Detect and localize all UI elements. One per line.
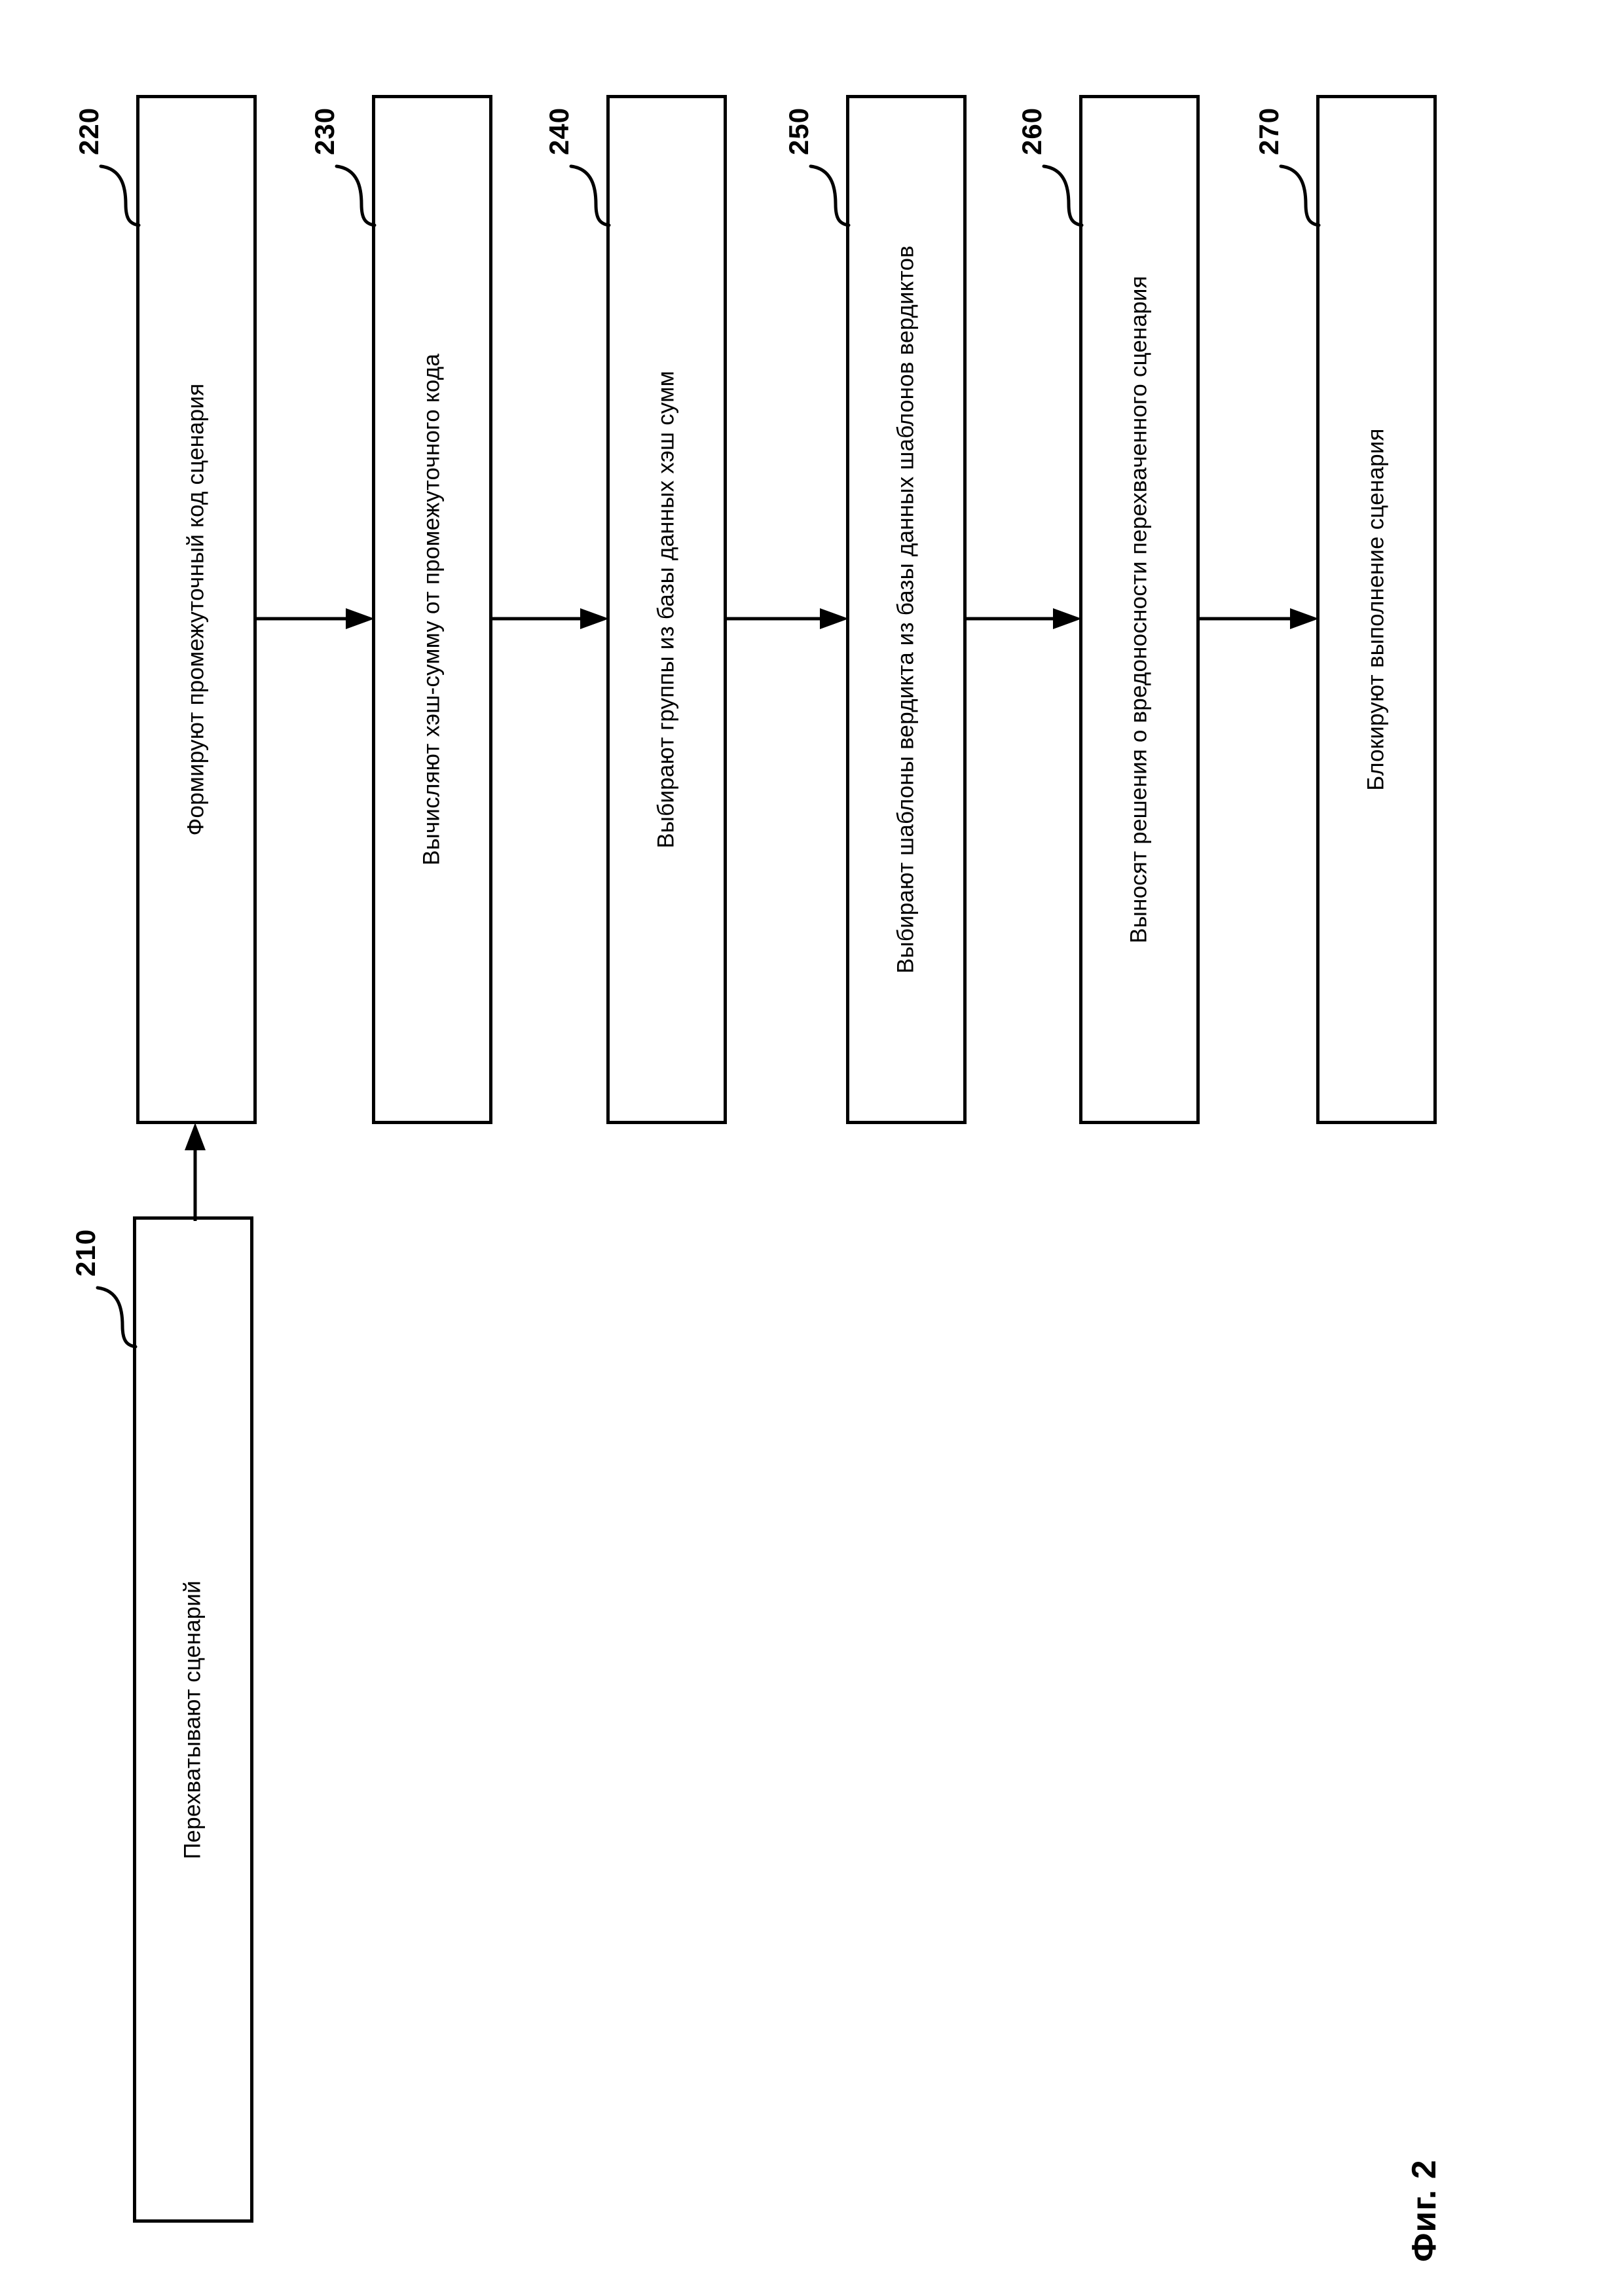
reference-numeral-250: 250 bbox=[783, 107, 814, 155]
leader-line-240 bbox=[569, 164, 611, 227]
reference-numeral-240: 240 bbox=[544, 107, 574, 155]
leader-line-230 bbox=[335, 164, 377, 227]
leader-line-270 bbox=[1279, 164, 1321, 227]
process-box-250: Выбирают шаблоны вердикта из базы данных… bbox=[846, 95, 967, 1124]
leader-line-250 bbox=[809, 164, 851, 227]
process-box-250-label: Выбирают шаблоны вердикта из базы данных… bbox=[893, 246, 919, 974]
reference-numeral-230: 230 bbox=[309, 107, 340, 155]
process-box-220-label: Формируют промежуточный код сценария bbox=[183, 383, 209, 836]
process-box-210-label: Перехватывают сценарий bbox=[179, 1580, 206, 1859]
figure-caption: Фиг. 2 bbox=[1405, 2159, 1443, 2262]
reference-numeral-260: 260 bbox=[1016, 107, 1047, 155]
process-box-240: Выбирают группы из базы данных хэш сумм bbox=[606, 95, 727, 1124]
connector-arrow-210-to-220 bbox=[185, 1123, 206, 1221]
connector-arrow-260-to-270 bbox=[1198, 608, 1319, 629]
connector-arrow-220-to-230 bbox=[255, 608, 375, 629]
process-box-230: Вычисляют хэш-сумму от промежуточного ко… bbox=[372, 95, 492, 1124]
reference-numeral-220: 220 bbox=[73, 107, 104, 155]
process-box-260: Выносят решения о вредоносности перехвач… bbox=[1079, 95, 1200, 1124]
reference-numeral-270: 270 bbox=[1253, 107, 1284, 155]
process-box-240-label: Выбирают группы из базы данных хэш сумм bbox=[653, 371, 679, 848]
process-box-270: Блокируют выполнение сценария bbox=[1316, 95, 1437, 1124]
leader-line-260 bbox=[1042, 164, 1084, 227]
process-box-270-label: Блокируют выполнение сценария bbox=[1363, 428, 1389, 791]
leader-line-220 bbox=[99, 164, 141, 227]
connector-arrow-240-to-250 bbox=[726, 608, 849, 629]
reference-numeral-210: 210 bbox=[70, 1228, 101, 1277]
connector-arrow-250-to-260 bbox=[965, 608, 1082, 629]
process-box-260-label: Выносят решения о вредоносности перехвач… bbox=[1126, 276, 1152, 943]
process-box-220: Формируют промежуточный код сценария bbox=[136, 95, 257, 1124]
process-box-210: Перехватывают сценарий bbox=[133, 1216, 253, 2223]
process-box-230-label: Вычисляют хэш-сумму от промежуточного ко… bbox=[418, 354, 445, 866]
connector-arrow-230-to-240 bbox=[491, 608, 609, 629]
leader-line-210 bbox=[96, 1286, 138, 1349]
